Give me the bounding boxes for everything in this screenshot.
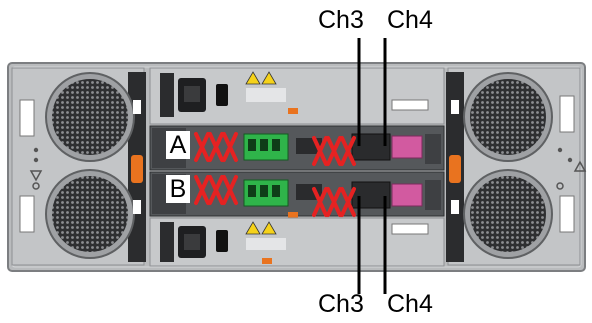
left-fan-module — [11, 67, 146, 266]
fan-grille-icon — [470, 79, 546, 155]
x-mark-icon — [312, 187, 356, 217]
ch3-ch4-cables-bottom — [357, 196, 387, 294]
x-mark-icon — [194, 132, 238, 162]
controller-a — [149, 125, 445, 171]
warning-triangle-icon — [245, 221, 261, 235]
label-bottom-ch4: Ch4 — [387, 290, 433, 318]
x-mark-icon — [194, 175, 238, 205]
fan-grille-icon — [52, 176, 128, 252]
fan-grille-icon — [52, 79, 128, 155]
warning-triangle-icon — [261, 221, 277, 235]
label-controller-a: A — [166, 131, 190, 159]
right-fan-module — [446, 67, 587, 266]
label-top-ch3: Ch3 — [318, 6, 364, 34]
power-switch-icon — [216, 84, 228, 106]
x-mark-icon — [312, 136, 356, 166]
power-supply-top — [149, 67, 445, 125]
fan-grille-icon — [470, 176, 546, 252]
ch3-ch4-cables-top — [357, 38, 387, 146]
warning-triangle-icon — [261, 71, 277, 85]
label-controller-b: B — [166, 175, 190, 203]
warning-triangle-icon — [245, 71, 261, 85]
power-switch-icon — [216, 230, 228, 252]
label-bottom-ch3: Ch3 — [318, 290, 364, 318]
controller-b — [149, 171, 445, 218]
label-top-ch4: Ch4 — [387, 6, 433, 34]
power-supply-bottom — [149, 217, 445, 267]
